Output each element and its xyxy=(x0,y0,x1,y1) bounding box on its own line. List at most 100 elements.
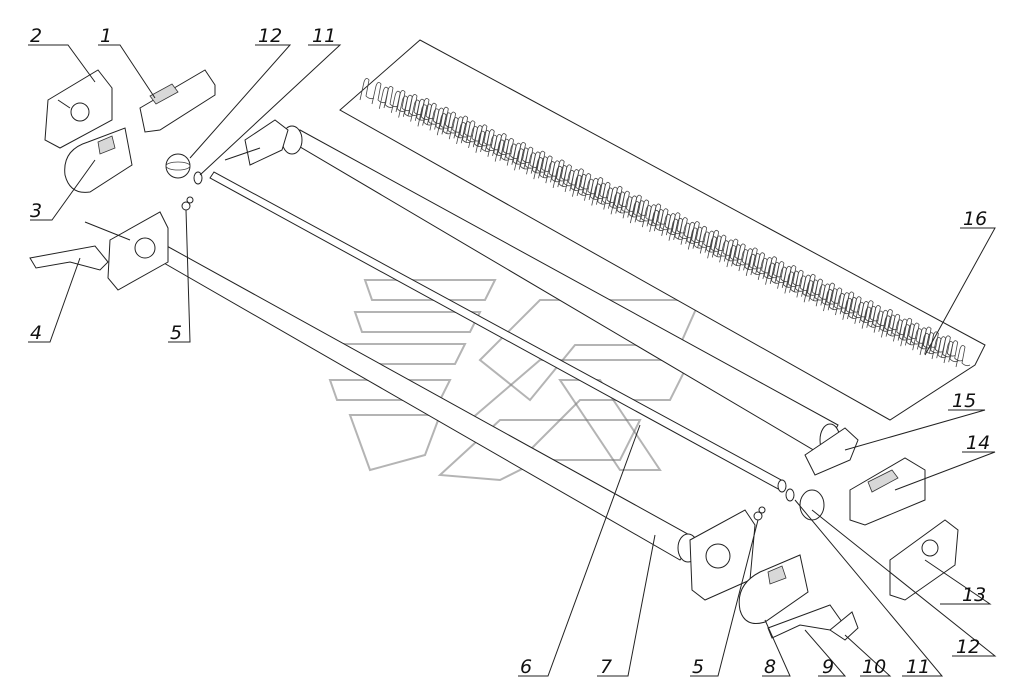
tine xyxy=(755,252,770,275)
left-sphere-12 xyxy=(165,153,191,179)
tine xyxy=(554,159,570,182)
left-nut-5 xyxy=(181,196,194,211)
right-sphere-12 xyxy=(799,489,825,521)
tine xyxy=(940,335,956,358)
tine xyxy=(851,296,867,319)
tine xyxy=(371,82,387,105)
tine xyxy=(496,133,512,156)
thin-rod xyxy=(209,171,787,493)
right-bracket-15 xyxy=(804,427,859,476)
tine xyxy=(658,208,674,231)
tine xyxy=(948,340,963,363)
callout-15: 15 xyxy=(952,390,976,412)
tine xyxy=(735,243,751,266)
callout-16: 16 xyxy=(963,208,987,230)
tine xyxy=(902,317,917,340)
tine xyxy=(793,269,809,292)
tine xyxy=(477,124,493,147)
tine xyxy=(767,256,782,279)
callout-7: 7 xyxy=(600,656,612,678)
tine xyxy=(446,111,461,134)
tine xyxy=(581,173,596,196)
tine xyxy=(747,247,763,270)
tine xyxy=(955,345,971,368)
tine xyxy=(484,129,500,152)
tine xyxy=(504,137,519,161)
tine xyxy=(651,203,666,226)
tine xyxy=(612,185,628,209)
tine xyxy=(523,146,539,169)
tine xyxy=(697,225,712,248)
tine xyxy=(928,331,944,354)
right-nut-5 xyxy=(753,506,766,521)
right-cap-10 xyxy=(829,611,859,641)
tine xyxy=(716,234,732,257)
tine xyxy=(883,309,898,332)
tine xyxy=(535,150,551,173)
callout-11: 11 xyxy=(312,25,336,47)
tine xyxy=(677,217,693,240)
tine xyxy=(593,177,608,200)
tine xyxy=(465,120,481,143)
tine xyxy=(458,115,473,138)
tine xyxy=(574,168,589,191)
tine xyxy=(921,326,937,349)
tine xyxy=(383,86,399,109)
callout-11: 11 xyxy=(906,656,930,678)
tine xyxy=(786,265,802,288)
tine xyxy=(542,155,558,178)
tine xyxy=(813,278,828,301)
callout-1: 1 xyxy=(100,25,112,47)
tine xyxy=(359,78,375,101)
callout-labels: 2 1 12 11 3 4 5 16 15 14 13 12 11 10 9 8… xyxy=(30,25,990,678)
tine xyxy=(709,229,724,252)
tine xyxy=(863,300,879,323)
callout-13: 13 xyxy=(962,584,986,606)
tine xyxy=(419,98,435,121)
tine xyxy=(832,287,848,310)
tine-apron xyxy=(339,39,986,421)
tine xyxy=(670,212,686,235)
leader-lines xyxy=(28,44,997,677)
left-bracket-2 xyxy=(44,69,113,149)
tine xyxy=(871,305,886,328)
callout-9: 9 xyxy=(822,656,834,678)
callout-10: 10 xyxy=(862,656,886,678)
callout-8: 8 xyxy=(764,656,776,678)
tine xyxy=(407,94,423,117)
tine xyxy=(438,106,454,129)
upper-left-end-bracket xyxy=(224,119,289,166)
tine xyxy=(689,221,705,244)
tine xyxy=(426,102,442,125)
callout-2: 2 xyxy=(30,25,42,47)
left-lever-4 xyxy=(29,245,109,271)
left-cover-1 xyxy=(139,69,216,133)
left-bearing-plate xyxy=(84,211,169,291)
tine xyxy=(516,141,531,165)
callout-3: 3 xyxy=(30,200,42,222)
tine xyxy=(805,273,821,296)
callout-14: 14 xyxy=(966,432,990,454)
callout-4: 4 xyxy=(30,322,42,344)
right-cover-14 xyxy=(849,457,926,526)
tine xyxy=(600,181,616,205)
tine xyxy=(728,238,744,261)
callout-12: 12 xyxy=(956,636,980,658)
right-bracket-13 xyxy=(889,519,959,601)
tine xyxy=(825,282,840,305)
callout-5: 5 xyxy=(170,322,182,344)
tine xyxy=(562,164,577,187)
tine xyxy=(639,199,654,222)
right-ring-11 xyxy=(785,488,795,502)
tine xyxy=(890,313,905,336)
tine xyxy=(909,322,925,345)
tine xyxy=(844,291,860,314)
callout-12: 12 xyxy=(258,25,282,47)
callout-6: 6 xyxy=(520,656,532,678)
left-cover-3 xyxy=(64,127,133,193)
tine xyxy=(632,194,647,217)
tine xyxy=(620,190,635,213)
right-cover-8 xyxy=(738,554,809,624)
